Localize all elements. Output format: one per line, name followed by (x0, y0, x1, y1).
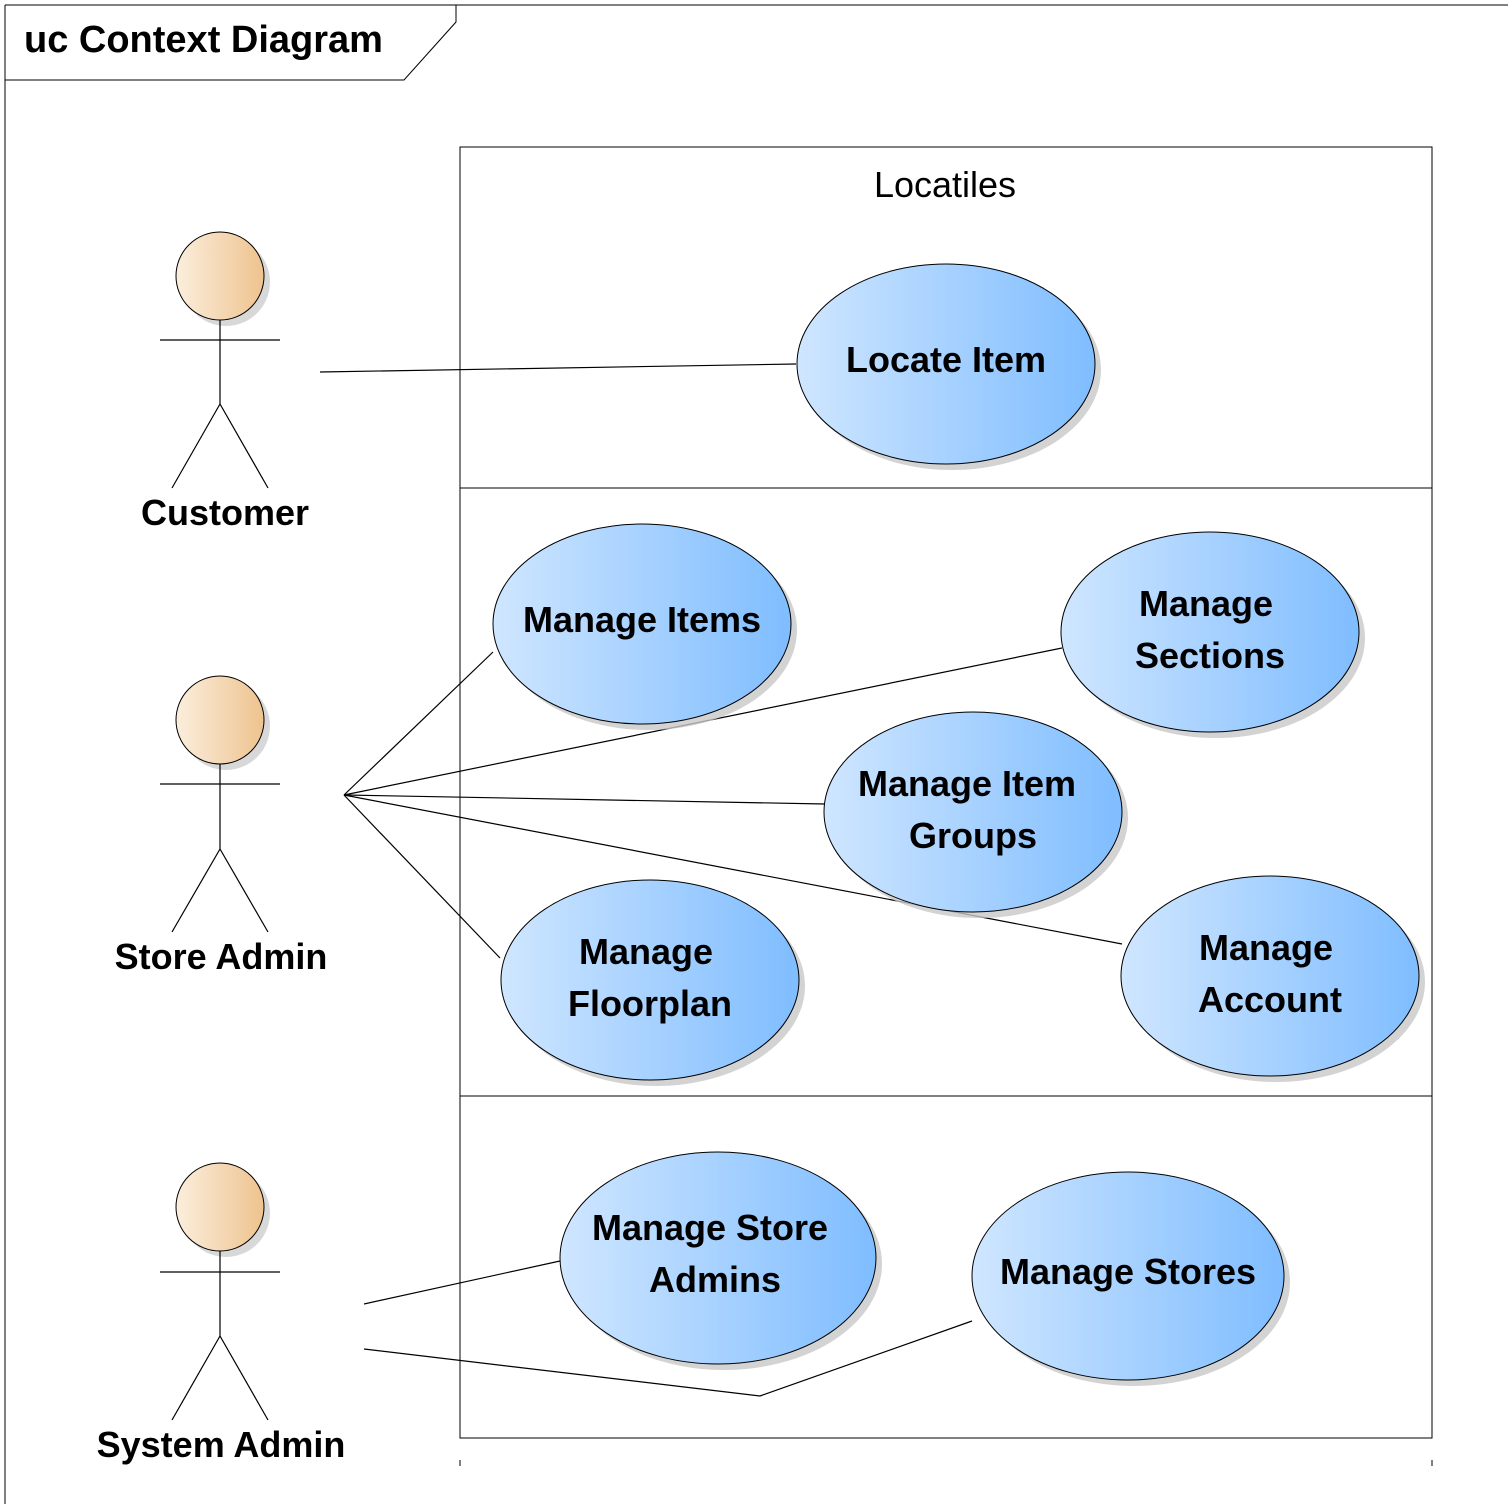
use-case-ellipse (823, 711, 1123, 913)
use-case-ellipse (559, 1151, 877, 1365)
use-case-ellipse (1120, 875, 1420, 1077)
use-case-manage-floorplan[interactable]: Manage Floorplan (500, 879, 805, 1086)
association-store-admin-manage-floorplan[interactable] (343, 794, 501, 959)
use-case-locate-item[interactable]: Locate Item (796, 263, 1101, 470)
actor-label: System Admin (97, 1424, 346, 1465)
actor-customer[interactable]: Customer (141, 231, 309, 533)
frame-title: uc Context Diagram (24, 19, 383, 61)
association-system-admin-manage-store-admins[interactable] (363, 1260, 561, 1305)
use-case-ellipse (1060, 531, 1360, 733)
use-case-label: Manage Items (523, 599, 761, 640)
use-case-manage-items[interactable]: Manage Items (492, 523, 797, 730)
actor-store-admin[interactable]: Store Admin (115, 675, 328, 977)
use-case-label: Locate Item (846, 339, 1046, 380)
use-case-label: Sections (1135, 635, 1285, 676)
use-case-manage-stores[interactable]: Manage Stores (971, 1171, 1290, 1386)
use-case-ellipse (500, 879, 800, 1081)
use-case-label: Manage (579, 931, 713, 972)
use-case-label: Manage Item (858, 763, 1076, 804)
use-case-ellipse (492, 523, 792, 725)
use-case-label: Account (1198, 979, 1342, 1020)
use-case-manage-store-admins[interactable]: Manage Store Admins (559, 1151, 882, 1370)
actor-head-icon (175, 231, 265, 321)
use-case-ellipse (796, 263, 1096, 465)
actor-head-icon (175, 675, 265, 765)
use-case-label: Manage (1199, 927, 1333, 968)
association-store-admin-manage-account[interactable] (343, 794, 1123, 945)
association-customer-locate-item[interactable] (319, 363, 797, 373)
actor-label: Store Admin (115, 936, 328, 977)
use-case-ellipse (971, 1171, 1285, 1381)
use-case-label: Groups (909, 815, 1037, 856)
use-case-label: Manage Stores (1000, 1251, 1256, 1292)
system-title: Locatiles (874, 164, 1016, 205)
actor-label: Customer (141, 492, 309, 533)
use-case-manage-sections[interactable]: Manage Sections (1060, 531, 1365, 738)
system-boundary: Locatiles (459, 146, 1433, 1466)
frame-title-tab (5, 5, 457, 81)
association-system-admin-manage-stores[interactable] (363, 1320, 973, 1397)
actor-system-admin[interactable]: System Admin (97, 1162, 346, 1465)
association-store-admin-manage-item-groups[interactable] (343, 794, 826, 805)
use-case-label: Admins (649, 1259, 781, 1300)
use-case-label: Floorplan (568, 983, 732, 1024)
diagram-frame: uc Context Diagram (4, 4, 1508, 1504)
use-case-manage-account[interactable]: Manage Account (1120, 875, 1425, 1082)
use-case-label: Manage (1139, 583, 1273, 624)
association-store-admin-manage-items[interactable] (343, 651, 494, 796)
actor-head-icon (175, 1162, 265, 1252)
use-case-manage-item-groups[interactable]: Manage Item Groups (823, 711, 1128, 918)
use-case-label: Manage Store (592, 1207, 828, 1248)
